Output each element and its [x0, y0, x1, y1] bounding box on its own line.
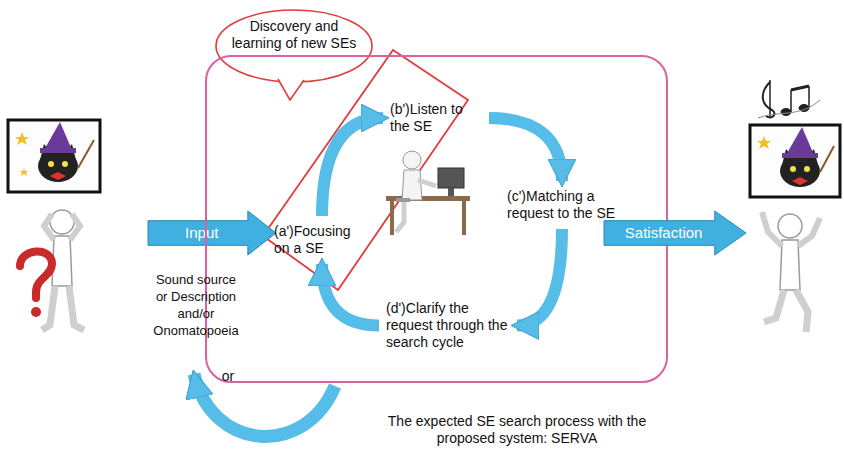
or-label: or [213, 368, 243, 385]
cycle-arrow [517, 229, 562, 326]
block-arrow [604, 211, 746, 255]
question-mark-symbol [20, 251, 52, 317]
arrow-label: Satisfaction [604, 224, 723, 242]
satisfaction-arrow: Satisfaction [604, 211, 746, 255]
cycle-arrow [489, 118, 562, 181]
input-arrow: Input [148, 211, 276, 255]
node-text: (a')Focusing on a SE [274, 223, 370, 257]
focus-diamond [263, 50, 468, 290]
bubble-tail-cover [280, 77, 302, 96]
step-text: (b')Listen to the SE [390, 101, 482, 135]
process-region: The expected SE search process with the … [205, 55, 668, 383]
node-text: (b')Listen to the SE [390, 101, 482, 135]
node-text: (c')Matching a request to the SE [507, 188, 617, 222]
step-text: (a')Focusing on a SE [274, 223, 370, 257]
block-arrow [148, 211, 276, 255]
bubble-ellipse [216, 10, 372, 82]
happy-person [762, 212, 820, 332]
cycle-arrow [322, 264, 379, 326]
music-notes [758, 80, 820, 118]
step-text: (c')Matching a request to the SE [507, 188, 617, 222]
input-options-text: Sound source or Description and/or Onoma… [150, 271, 242, 339]
person-at-desk [386, 151, 470, 235]
return-arrow [194, 374, 335, 436]
step-text: (d')Clarify the request through the sear… [386, 300, 510, 351]
cat-picture-right [750, 125, 840, 197]
speech-bubble: Discovery and learning of new SEs [214, 8, 374, 92]
cycle-arrow [322, 118, 383, 216]
node-text: Discovery and learning of new SEs [226, 18, 362, 52]
cat-picture-left [8, 120, 100, 192]
node-text: (d')Clarify the request through the sear… [386, 300, 510, 351]
arrow-label: Input [148, 224, 256, 242]
caption-text: The expected SE search process with the … [357, 413, 677, 447]
